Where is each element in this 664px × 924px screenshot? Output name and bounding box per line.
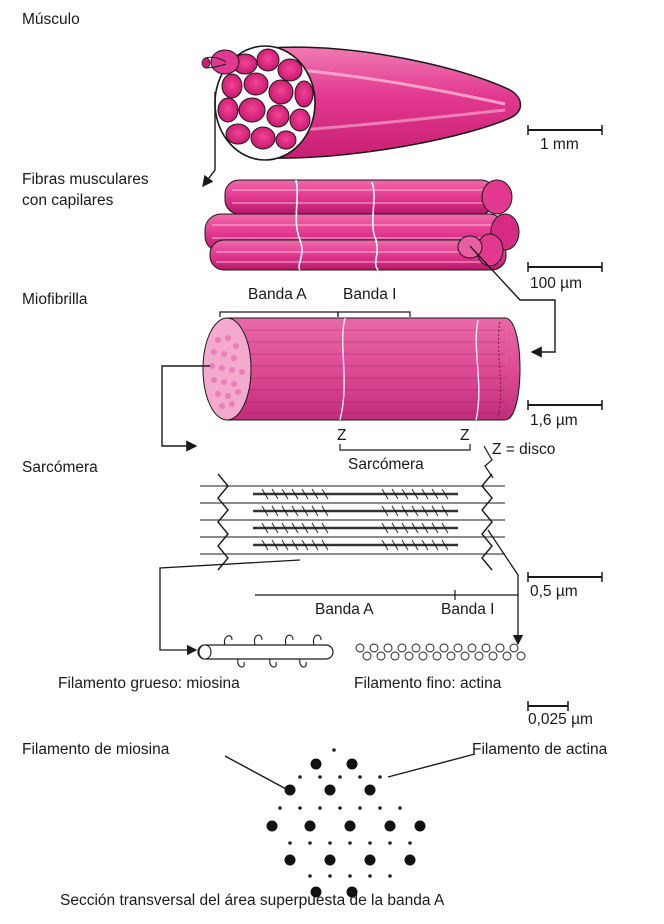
scale-label-100um: 100 µm [530,276,582,292]
label-filamento-miosina: Filamento de miosina [22,742,169,758]
scale-label-0-5um: 0,5 µm [530,584,578,600]
label-seccion-transversal: Sección transversal del área superpuesta… [60,893,444,909]
label-miofibrilla: Miofibrilla [22,292,87,308]
scale-label-1-6um: 1,6 µm [530,413,578,429]
small-fiber-bundle [202,50,239,74]
thin-filament-actin [356,644,525,660]
label-filamento-grueso: Filamento grueso: miosina [58,676,240,692]
sarcomere-illustration [200,474,505,570]
label-banda-a-top: Banda A [248,287,307,303]
pointer-myosin-cross [225,756,288,790]
scale-bar-3 [528,400,602,410]
pointer-to-thick-filament [160,560,300,650]
band-brackets-top [220,312,410,317]
scale-bar-2 [528,262,602,272]
label-filamento-actina: Filamento de actina [472,742,607,758]
muscle-illustration [202,46,521,160]
pointer-muscle-to-fibers [203,92,215,186]
band-lines-bottom [255,590,518,600]
thick-filament-myosin [198,635,333,667]
pointer-to-thin-filament [488,530,518,644]
label-musculo: Músculo [22,12,80,28]
label-banda-a-bottom: Banda A [315,602,374,618]
label-fibras-line1: Fibras musculares [22,172,149,188]
scale-label-0-025um: 0,025 µm [528,712,593,728]
scale-bar-1 [528,125,602,135]
pointer-actin-cross [388,754,475,777]
label-banda-i-top: Banda I [343,287,396,303]
label-filamento-fino: Filamento fino: actina [354,676,501,692]
pointer-myofibril-to-sarcomere [162,366,210,446]
scale-label-1mm: 1 mm [540,137,579,153]
label-z-right: Z [460,428,469,444]
label-z-left: Z [337,428,346,444]
cross-section-a-band [267,748,426,897]
muscle-fibers-illustration [205,180,519,270]
scale-bar-5 [528,701,568,711]
myofibril-illustration [203,318,520,420]
label-fibras-line2: con capilares [22,193,113,209]
label-banda-i-bottom: Banda I [441,602,494,618]
label-sarcomera-left: Sarcómera [22,460,98,476]
scale-bar-4 [528,572,602,582]
label-sarcomera-center: Sarcómera [348,457,424,473]
label-z-disco: Z = disco [492,442,555,458]
